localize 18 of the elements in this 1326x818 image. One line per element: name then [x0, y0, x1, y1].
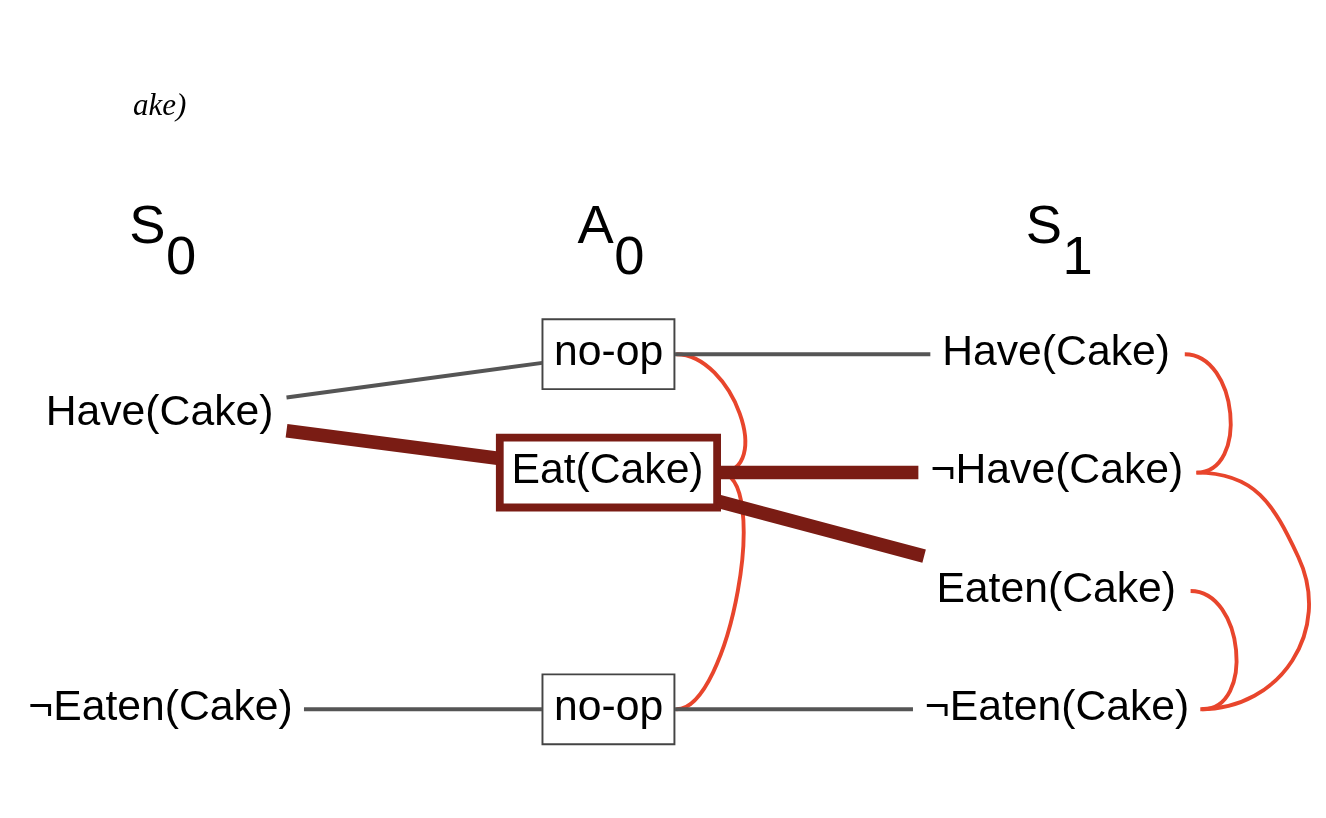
node-text: ¬Eaten(Cake) [924, 680, 1190, 729]
connector [675, 351, 931, 356]
node-box: no-op [541, 672, 676, 745]
connector [286, 360, 543, 399]
connector [717, 465, 919, 479]
node-text: ¬Eaten(Cake) [28, 680, 293, 729]
node-box: no-op [541, 317, 676, 390]
node-box: Eat(Cake) [495, 433, 721, 511]
connector [675, 706, 913, 711]
node-text: Eaten(Cake) [936, 562, 1177, 611]
node-text: Have(Cake) [45, 385, 274, 434]
connector [1184, 351, 1233, 474]
node-text: Have(Cake) [942, 325, 1170, 374]
connector [1190, 588, 1239, 711]
label: ake) [133, 86, 187, 122]
node-text: ¬Have(Cake) [930, 443, 1184, 492]
connector [1196, 470, 1311, 711]
connector [303, 706, 543, 711]
